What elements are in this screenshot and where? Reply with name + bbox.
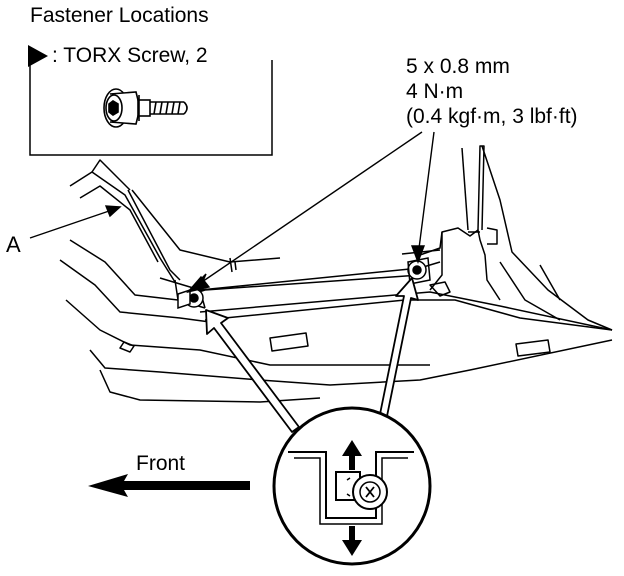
torx-screw-icon: [103, 88, 188, 128]
triangle-marker-icon: [28, 45, 48, 67]
detail-pointer-arrows: [205, 277, 419, 433]
up-down-arrow-icon: [342, 440, 362, 556]
screw-location-marker-icon: [177, 257, 431, 310]
part-label-a: A: [6, 232, 21, 257]
detail-circle-icon: [272, 406, 432, 566]
legend-frame: [29, 60, 273, 156]
spec-torque-nm: 4 N·m: [406, 80, 464, 103]
part-a-leader: [29, 205, 122, 239]
spec-thread: 5 x 0.8 mm: [406, 55, 510, 78]
front-arrow-icon: [88, 474, 250, 497]
direction-label: Front: [136, 452, 186, 475]
spec-torque-alt: (0.4 kgf·m, 3 lbf·ft): [406, 105, 578, 128]
legend-title: Fastener Locations: [30, 4, 209, 27]
vehicle-structure: [59, 145, 613, 403]
legend-item-label: : TORX Screw, 2: [52, 44, 208, 67]
legend-item: : TORX Screw, 2: [28, 44, 208, 68]
spec-leader-arrows: [186, 131, 435, 294]
